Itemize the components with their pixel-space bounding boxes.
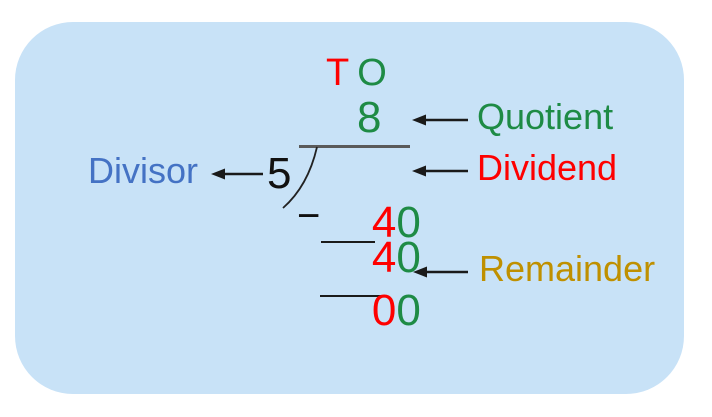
quotient-label: Quotient: [477, 96, 614, 137]
subtrahend-tens-digit: 4: [371, 233, 397, 282]
tens-place-letter: T: [326, 52, 350, 94]
divisor-label: Divisor: [88, 150, 199, 191]
remainder-number: 00: [323, 245, 421, 377]
ones-place-letter: O: [357, 52, 387, 94]
subtrahend-number: 40: [323, 192, 421, 324]
remainder-ones-digit: 0: [396, 286, 421, 335]
divisor-digit: 5: [267, 149, 292, 198]
minus-sign: −: [297, 194, 321, 238]
subtrahend-ones-digit: 0: [396, 233, 421, 282]
dividend-tens-digit: 4: [371, 198, 397, 247]
remainder-label: Remainder: [479, 248, 656, 289]
quotient-digit: 8: [357, 93, 382, 142]
remainder-tens-digit: 0: [371, 286, 397, 335]
place-value-header: T O: [326, 54, 387, 92]
dividend-ones-digit: 0: [396, 198, 421, 247]
rounded-blue-card: [15, 22, 684, 394]
dividend-number: 40: [323, 157, 421, 289]
dividend-label: Dividend: [477, 147, 618, 188]
